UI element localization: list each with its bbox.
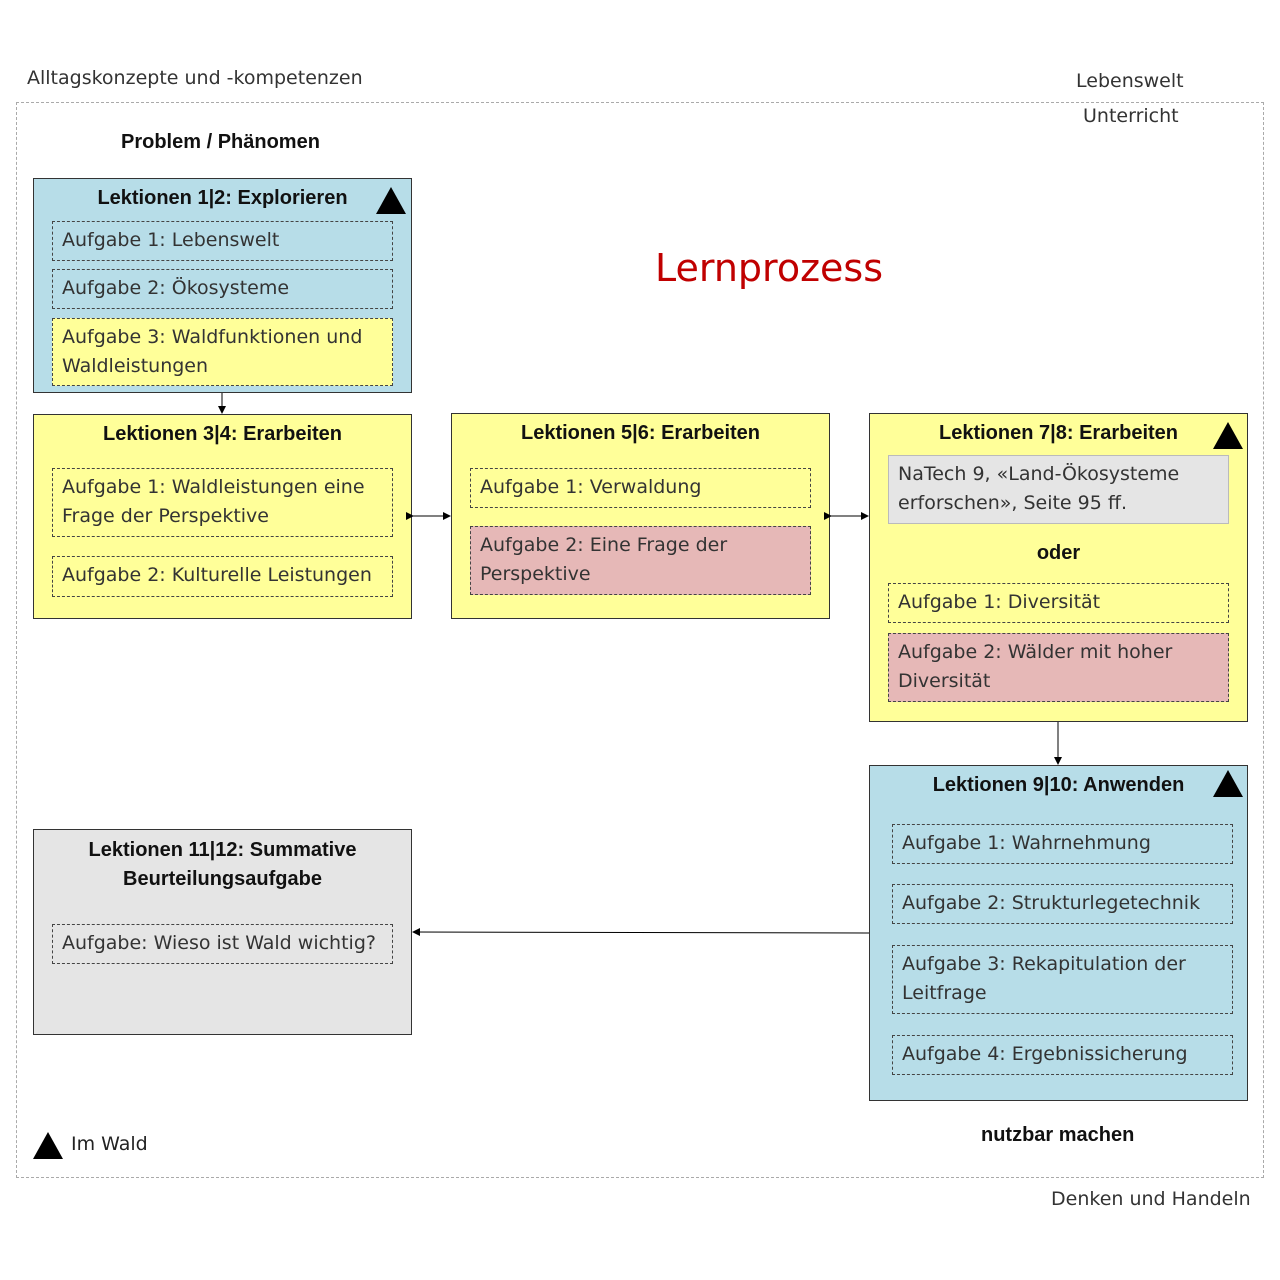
task-aufgabe-1: Aufgabe 1: Waldleistungen eine Frage der… bbox=[52, 468, 393, 537]
legend-label-im-wald: Im Wald bbox=[71, 1133, 148, 1155]
arrow-l910-to-l1112 bbox=[412, 928, 870, 937]
task-aufgabe-1: Aufgabe 1: Diversität bbox=[888, 583, 1229, 623]
box-title: Lektionen 1|2: Explorieren bbox=[97, 187, 348, 209]
task-aufgabe-2: Aufgabe 2: Wälder mit hoher Diversität bbox=[888, 633, 1229, 702]
task-natech: NaTech 9, «Land-Ökosysteme erforschen», … bbox=[888, 455, 1229, 524]
triangle-icon bbox=[376, 187, 406, 214]
box-lektionen-5-6: Lektionen 5|6: Erarbeiten Aufgabe 1: Ver… bbox=[451, 413, 830, 619]
box-title: Lektionen 11|12: Summative Beurteilungsa… bbox=[88, 839, 357, 890]
box-title: Lektionen 9|10: Anwenden bbox=[932, 774, 1185, 796]
triangle-icon bbox=[1213, 770, 1243, 797]
box-title: Lektionen 3|4: Erarbeiten bbox=[103, 423, 342, 445]
task-aufgabe-2: Aufgabe 2: Kulturelle Leistungen bbox=[52, 556, 393, 597]
label-oder: oder bbox=[1036, 542, 1081, 564]
label-nutzbar-machen: nutzbar machen bbox=[981, 1124, 1135, 1146]
task-aufgabe-3: Aufgabe 3: Waldfunktionen und Waldleistu… bbox=[52, 318, 393, 386]
label-alltagskonzepte: Alltagskonzepte und -kompetenzen bbox=[27, 67, 363, 89]
box-lektionen-7-8: Lektionen 7|8: Erarbeiten NaTech 9, «Lan… bbox=[869, 413, 1248, 722]
box-title: Lektionen 5|6: Erarbeiten bbox=[521, 422, 760, 444]
box-lektionen-3-4: Lektionen 3|4: Erarbeiten Aufgabe 1: Wal… bbox=[33, 414, 412, 619]
task-aufgabe-2: Aufgabe 2: Strukturlegetechnik bbox=[892, 884, 1233, 924]
box-lektionen-11-12: Lektionen 11|12: Summative Beurteilungsa… bbox=[33, 829, 412, 1035]
task-aufgabe-3: Aufgabe 3: Rekapitulation der Leitfrage bbox=[892, 945, 1233, 1014]
box-lektionen-1-2: Lektionen 1|2: Explorieren Aufgabe 1: Le… bbox=[33, 178, 412, 393]
diagram-title: Lernprozess bbox=[655, 246, 883, 290]
task-aufgabe-2: Aufgabe 2: Eine Frage der Perspektive bbox=[470, 526, 811, 595]
task-aufgabe-1: Aufgabe 1: Wahrnehmung bbox=[892, 824, 1233, 864]
task-aufgabe-2: Aufgabe 2: Ökosysteme bbox=[52, 269, 393, 309]
process-frame bbox=[16, 102, 1264, 1178]
task-aufgabe: Aufgabe: Wieso ist Wald wichtig? bbox=[52, 924, 393, 964]
label-denken-handeln: Denken und Handeln bbox=[1051, 1188, 1251, 1210]
task-aufgabe-4: Aufgabe 4: Ergebnissicherung bbox=[892, 1035, 1233, 1075]
label-unterricht: Unterricht bbox=[1083, 105, 1179, 127]
task-aufgabe-1: Aufgabe 1: Lebenswelt bbox=[52, 221, 393, 261]
triangle-icon bbox=[1213, 422, 1243, 449]
triangle-icon bbox=[33, 1132, 63, 1159]
label-problem-phaenomen: Problem / Phänomen bbox=[121, 131, 320, 153]
box-title: Lektionen 7|8: Erarbeiten bbox=[939, 422, 1178, 444]
label-lebenswelt: Lebenswelt bbox=[1076, 70, 1184, 92]
box-lektionen-9-10: Lektionen 9|10: Anwenden Aufgabe 1: Wahr… bbox=[869, 765, 1248, 1101]
task-aufgabe-1: Aufgabe 1: Verwaldung bbox=[470, 468, 811, 508]
